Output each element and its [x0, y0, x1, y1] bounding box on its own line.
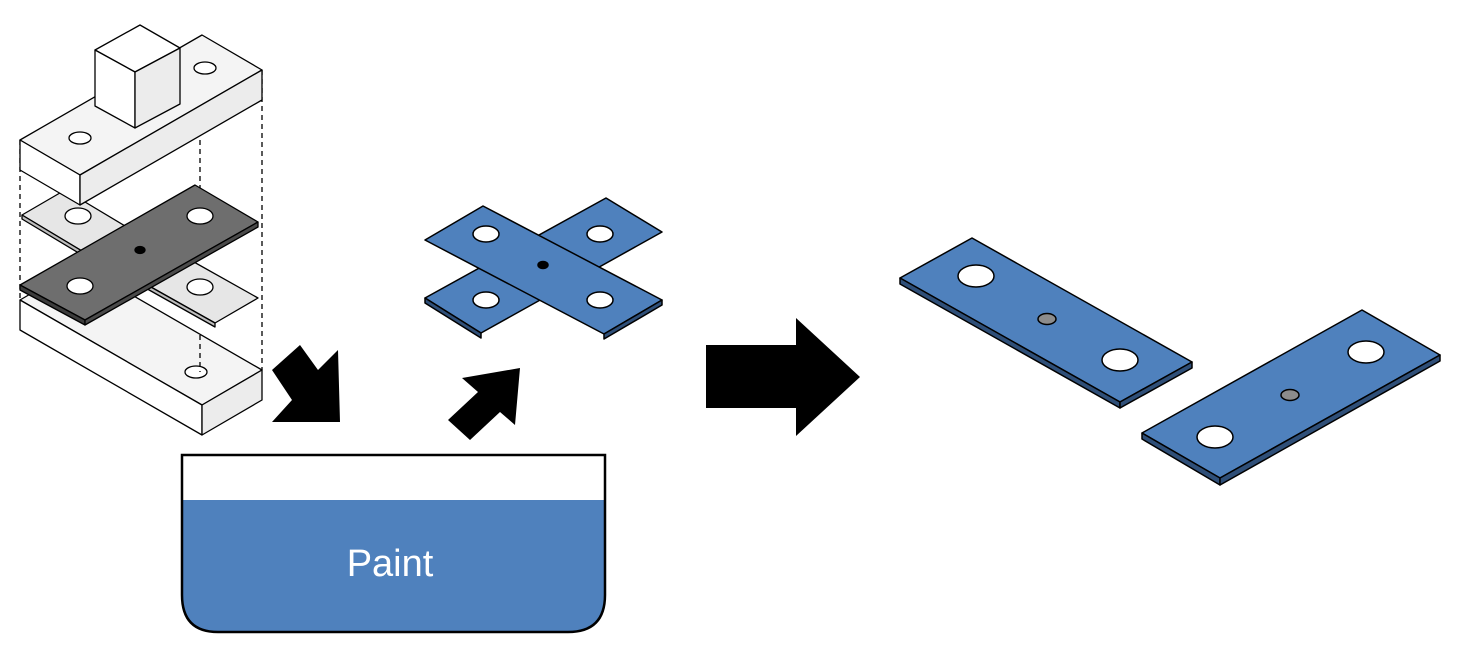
- jig-handle: [94, 24, 181, 129]
- finished-plate-1: [899, 237, 1193, 409]
- finished-plate-2: [1141, 309, 1441, 486]
- right-arrow-icon: [706, 318, 860, 436]
- down-right-arrow-icon: [272, 345, 340, 422]
- up-right-arrow-icon: [448, 368, 520, 440]
- paint-label: Paint: [347, 543, 434, 585]
- alignment-guides: [19, 70, 263, 372]
- paint-tank: Paint: [180, 453, 607, 634]
- painted-cross-plate: [424, 197, 663, 340]
- dark-plate: [19, 184, 259, 326]
- masking-jig: [19, 24, 263, 436]
